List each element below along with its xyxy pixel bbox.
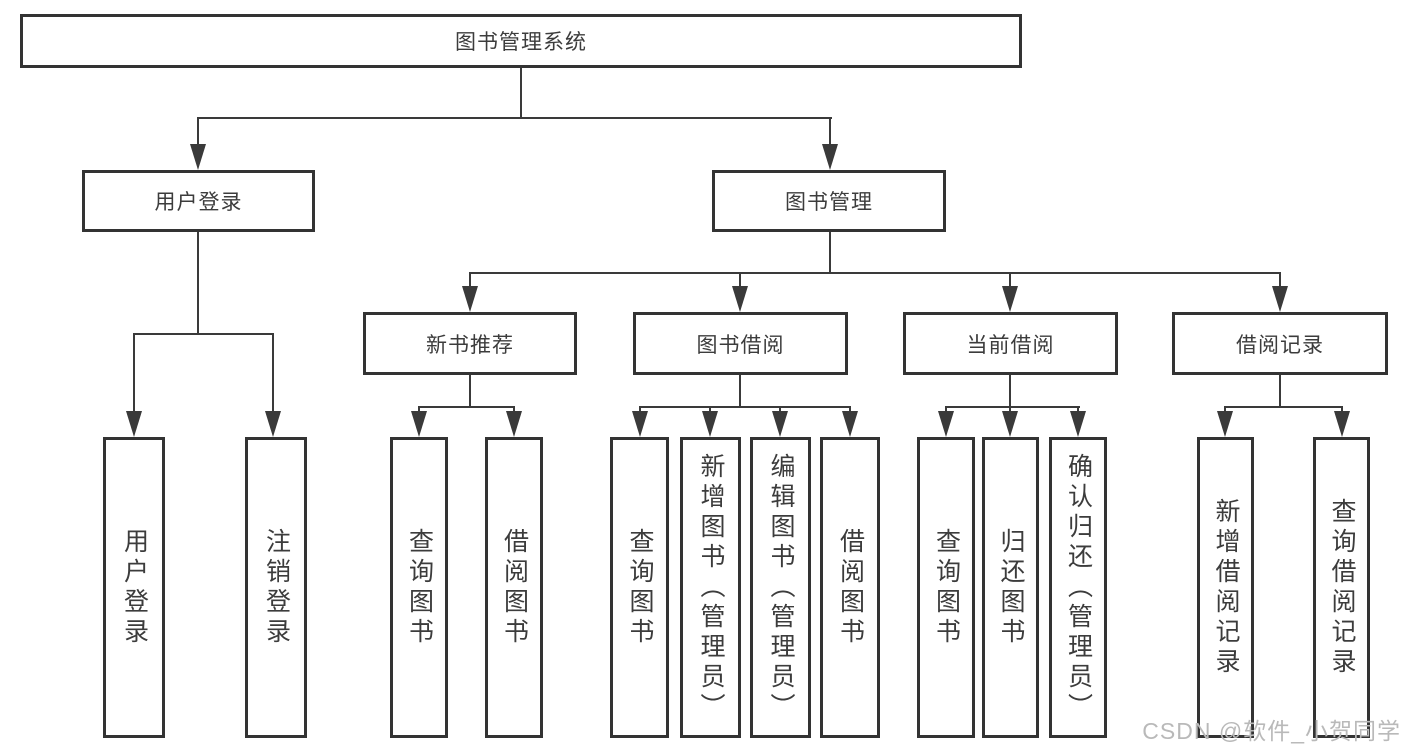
leaf-query-books: 查询图书 xyxy=(917,437,975,738)
node-borrowing-records: 借阅记录 xyxy=(1172,312,1388,375)
leaf-borrow-books: 借阅图书 xyxy=(820,437,880,738)
leaf-return-books: 归还图书 xyxy=(982,437,1039,738)
connector-line xyxy=(469,272,471,292)
connector-line xyxy=(1009,375,1011,408)
leaf-confirm-return-admin: 确认归还（管理员） xyxy=(1049,437,1107,738)
leaf-logout: 注销登录 xyxy=(245,437,307,738)
node-book-management: 图书管理 xyxy=(712,170,946,232)
node-root: 图书管理系统 xyxy=(20,14,1022,68)
arrow-down-icon xyxy=(265,411,281,437)
arrow-down-icon xyxy=(822,144,838,170)
connector-line xyxy=(418,406,515,408)
connector-line xyxy=(133,333,135,413)
connector-line xyxy=(829,117,831,148)
arrow-down-icon xyxy=(702,411,718,437)
watermark: CSDN @软件_小贺同学 xyxy=(1142,718,1401,744)
leaf-add-borrow-record: 新增借阅记录 xyxy=(1197,437,1254,738)
arrow-down-icon xyxy=(842,411,858,437)
arrow-down-icon xyxy=(1002,286,1018,312)
leaf-query-borrow-record: 查询借阅记录 xyxy=(1313,437,1370,738)
connector-line xyxy=(197,117,832,119)
arrow-down-icon xyxy=(411,411,427,437)
leaf-add-books-admin: 新增图书（管理员） xyxy=(680,437,741,738)
leaf-query-books: 查询图书 xyxy=(390,437,448,738)
connector-line xyxy=(1279,375,1281,408)
connector-line xyxy=(272,333,274,413)
node-current-borrowing: 当前借阅 xyxy=(903,312,1118,375)
node-book-borrowing: 图书借阅 xyxy=(633,312,848,375)
arrow-down-icon xyxy=(1334,411,1350,437)
arrow-down-icon xyxy=(1002,411,1018,437)
connector-line xyxy=(1009,272,1011,292)
arrow-down-icon xyxy=(1217,411,1233,437)
connector-line xyxy=(197,117,199,148)
arrow-down-icon xyxy=(190,144,206,170)
node-new-book-recommendation: 新书推荐 xyxy=(363,312,577,375)
connector-line xyxy=(1224,406,1343,408)
leaf-edit-books-admin: 编辑图书（管理员） xyxy=(750,437,811,738)
leaf-user-login: 用户登录 xyxy=(103,437,165,738)
connector-line xyxy=(829,232,831,274)
arrow-down-icon xyxy=(506,411,522,437)
arrow-down-icon xyxy=(126,411,142,437)
connector-line xyxy=(739,272,741,292)
arrow-down-icon xyxy=(462,286,478,312)
arrow-down-icon xyxy=(1070,411,1086,437)
connector-line xyxy=(639,406,851,408)
arrow-down-icon xyxy=(772,411,788,437)
arrow-down-icon xyxy=(732,286,748,312)
leaf-borrow-books: 借阅图书 xyxy=(485,437,543,738)
node-user-login: 用户登录 xyxy=(82,170,315,232)
arrow-down-icon xyxy=(1272,286,1288,312)
connector-line xyxy=(133,333,274,335)
connector-line xyxy=(197,232,199,334)
connector-line xyxy=(945,406,1080,408)
connector-line xyxy=(739,375,741,408)
arrow-down-icon xyxy=(632,411,648,437)
arrow-down-icon xyxy=(938,411,954,437)
connector-line xyxy=(1279,272,1281,292)
connector-line xyxy=(469,272,1281,274)
connector-line xyxy=(520,68,522,118)
connector-line xyxy=(469,375,471,408)
leaf-query-books: 查询图书 xyxy=(610,437,669,738)
